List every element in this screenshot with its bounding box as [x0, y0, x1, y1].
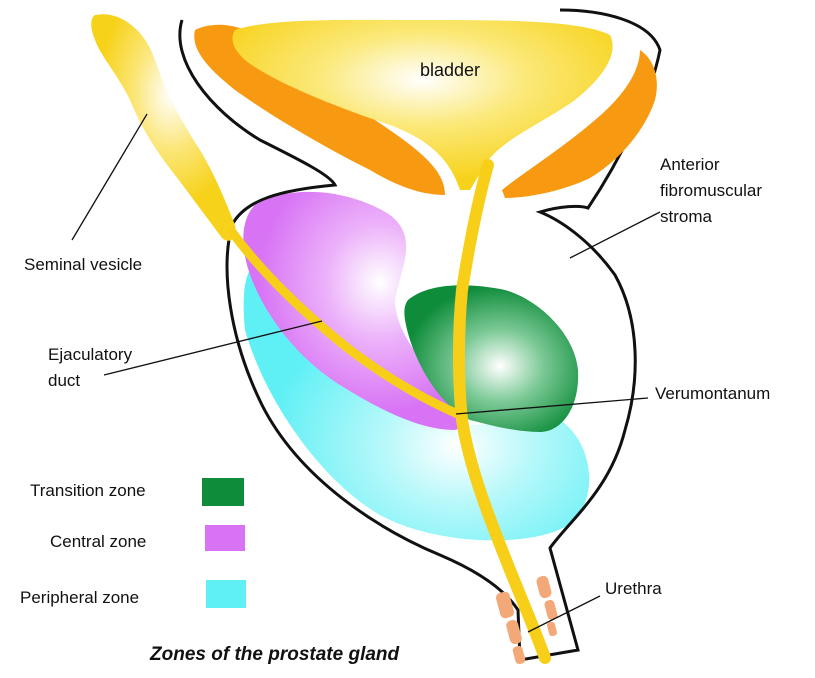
seminal-vesicle-label: Seminal vesicle	[24, 255, 142, 274]
legend-label-central: Central zone	[50, 532, 146, 551]
legend-swatch-peripheral	[206, 580, 246, 608]
anterior-stroma-label-line1: Anterior	[660, 155, 720, 174]
ejaculatory-duct-label-line2: duct	[48, 371, 80, 390]
legend: Transition zone Central zone Peripheral …	[20, 478, 246, 608]
verumontanum-label: Verumontanum	[655, 384, 770, 403]
bladder-label: bladder	[420, 60, 480, 80]
ejaculatory-duct-label-line1: Ejaculatory	[48, 345, 133, 364]
legend-swatch-central	[205, 525, 245, 551]
legend-label-peripheral: Peripheral zone	[20, 588, 139, 607]
diagram-title: Zones of the prostate gland	[149, 644, 400, 665]
urethra-label: Urethra	[605, 579, 662, 598]
legend-label-transition: Transition zone	[30, 481, 146, 500]
anterior-stroma-label-line2: fibromuscular	[660, 181, 762, 200]
anterior-stroma-label-line3: stroma	[660, 207, 713, 226]
legend-swatch-transition	[202, 478, 244, 506]
